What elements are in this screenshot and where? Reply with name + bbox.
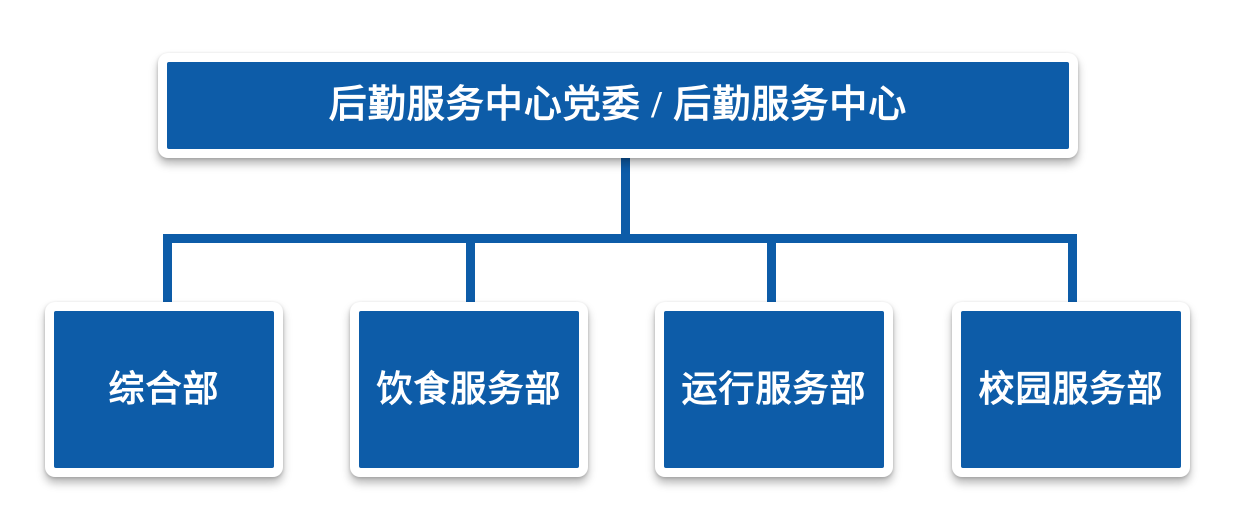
connector-drop-4 [1068, 234, 1077, 310]
org-node-fill: 综合部 [54, 311, 274, 468]
org-node-label: 校园服务部 [978, 368, 1164, 409]
org-node-campus-service-dept: 校园服务部 [952, 302, 1190, 477]
org-node-label: 综合部 [108, 368, 220, 409]
org-node-general-affairs-dept: 综合部 [45, 302, 283, 477]
org-node-food-service-dept: 饮食服务部 [350, 302, 588, 477]
org-node-root-label: 后勤服务中心党委 / 后勤服务中心 [328, 83, 908, 126]
connector-drop-1 [163, 234, 172, 310]
org-node-label: 运行服务部 [681, 368, 867, 409]
org-node-root: 后勤服务中心党委 / 后勤服务中心 [158, 53, 1078, 158]
org-node-label: 饮食服务部 [376, 368, 562, 409]
connector-root-stem [621, 149, 630, 243]
connector-horizontal-bar [163, 234, 1077, 243]
org-node-operations-service-dept: 运行服务部 [655, 302, 893, 477]
org-node-root-fill: 后勤服务中心党委 / 后勤服务中心 [167, 62, 1069, 149]
org-node-fill: 校园服务部 [961, 311, 1181, 468]
org-node-fill: 运行服务部 [664, 311, 884, 468]
connector-drop-3 [767, 234, 776, 310]
org-node-fill: 饮食服务部 [359, 311, 579, 468]
connector-drop-2 [466, 234, 475, 310]
